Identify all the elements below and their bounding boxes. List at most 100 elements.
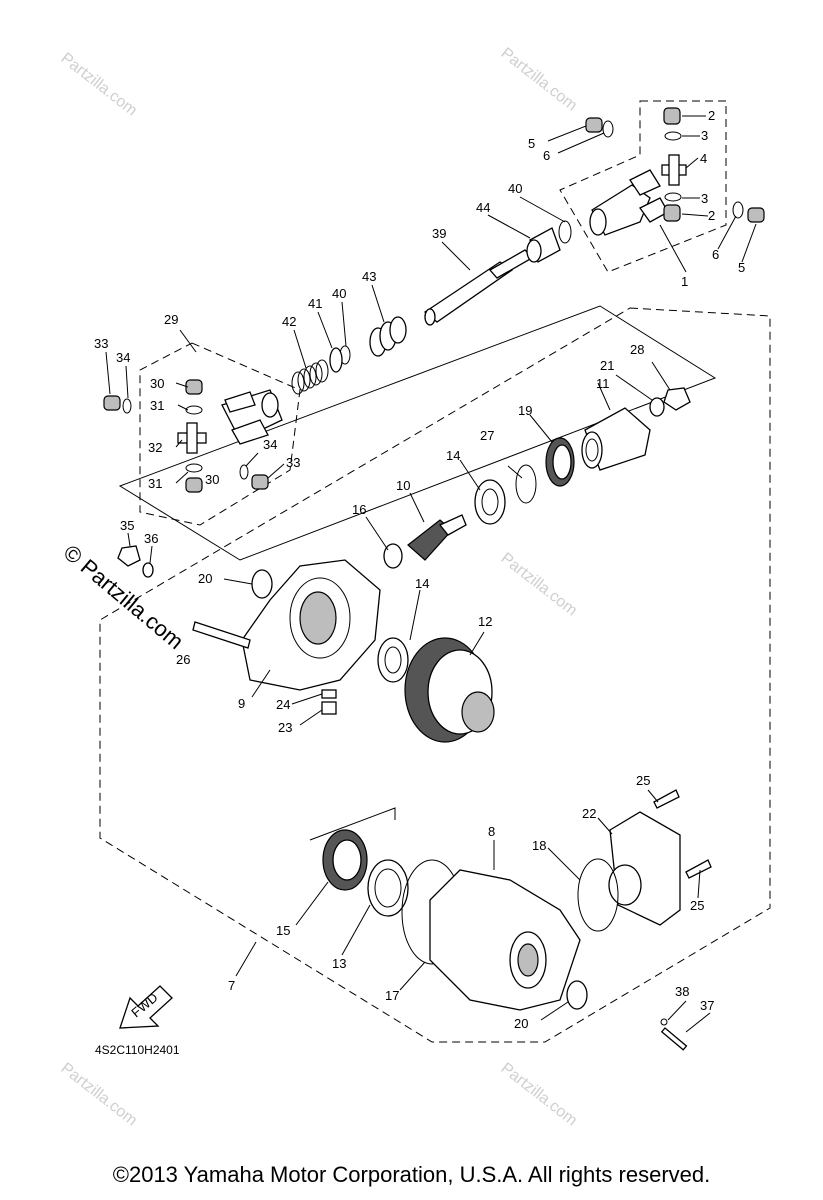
callout-6: 6	[712, 247, 719, 262]
callout-24: 24	[276, 697, 290, 712]
callout-16: 16	[352, 502, 366, 517]
shim-13	[367, 859, 409, 917]
callout-33: 33	[286, 455, 300, 470]
spring-42	[291, 359, 329, 395]
callout-10: 10	[396, 478, 410, 493]
callout-36: 36	[144, 531, 158, 546]
exploded-parts-diagram: Partzilla.com Partzilla.com Partzilla.co…	[58, 45, 771, 1130]
callout-40: 40	[508, 181, 522, 196]
callout-3: 3	[701, 128, 708, 143]
cap-33-left	[103, 395, 121, 411]
callout-42: 42	[282, 314, 296, 329]
pinion-gear-10	[407, 514, 467, 561]
shaft-39	[423, 249, 534, 326]
callout-28: 28	[630, 342, 644, 357]
nut-28	[663, 387, 691, 411]
cap-5-upper	[585, 117, 603, 133]
copyright-notice: ©2013 Yamaha Motor Corporation, U.S.A. A…	[112, 1162, 711, 1187]
callout-18: 18	[532, 838, 546, 853]
diagram-code: 4S2C110H2401	[95, 1043, 180, 1057]
callout-27: 27	[480, 428, 494, 443]
callout-12: 12	[478, 614, 492, 629]
yoke-11	[581, 407, 651, 471]
callout-35: 35	[120, 518, 134, 533]
bolt-25-lower	[685, 859, 712, 879]
bolt-25-upper	[653, 789, 680, 809]
clip-6-upper	[602, 120, 614, 138]
gasket-24	[321, 689, 337, 699]
callout-33: 33	[94, 336, 108, 351]
universal-joint-yoke-upper	[589, 169, 669, 236]
callout-38: 38	[675, 984, 689, 999]
callout-29: 29	[164, 312, 178, 327]
clip-38	[660, 1018, 668, 1026]
differential-ring-gear-12	[404, 637, 495, 743]
gear-case-9	[241, 559, 381, 691]
spider-4	[661, 154, 687, 186]
callout-14: 14	[415, 576, 429, 591]
callout-39: 39	[432, 226, 446, 241]
washer-21	[649, 397, 665, 417]
clip-34-left	[122, 398, 132, 414]
callout-labels: 1 2 2 3 3 4 5 5 6 6 7 8 9 10 11 12 13 14…	[94, 108, 745, 1031]
boot-43	[369, 316, 407, 357]
washer-41	[329, 347, 343, 373]
clip-34-right	[239, 464, 249, 480]
callout-2: 2	[708, 108, 715, 123]
callout-40: 40	[332, 286, 346, 301]
cover-22	[608, 811, 681, 926]
needle-bearing-16	[383, 543, 403, 569]
bearing-14-lower	[377, 637, 409, 683]
watermark-text: Partzilla.com	[58, 50, 141, 120]
callout-34: 34	[116, 350, 130, 365]
pin-37	[660, 1027, 688, 1051]
clip-3-upper	[664, 131, 682, 141]
oil-seal-19	[545, 437, 575, 487]
clip-6-lower	[732, 201, 744, 219]
cap-30-upper	[185, 379, 203, 395]
group-outlines	[99, 100, 771, 1043]
circlip-27	[515, 464, 537, 504]
clip-31-lower	[185, 463, 203, 473]
bolt-26	[192, 621, 251, 649]
callout-8: 8	[488, 824, 495, 839]
spider-32	[177, 422, 207, 454]
gear-case-8	[429, 869, 581, 1011]
callout-25: 25	[636, 773, 650, 788]
callout-2: 2	[708, 208, 715, 223]
callout-11: 11	[596, 376, 610, 391]
callout-25: 25	[690, 898, 704, 913]
bearing-caps-2	[663, 107, 681, 222]
plug-23	[321, 701, 337, 715]
sleeve-44	[526, 227, 561, 263]
nut-35	[117, 545, 141, 567]
callout-14: 14	[446, 448, 460, 463]
callout-30: 30	[205, 472, 219, 487]
callout-3: 3	[701, 191, 708, 206]
o-ring-18	[577, 858, 619, 932]
cap-30-lower	[185, 477, 203, 493]
callout-44: 44	[476, 200, 490, 215]
oil-seal-20-lower	[566, 980, 588, 1010]
callout-41: 41	[308, 296, 322, 311]
callout-43: 43	[362, 269, 376, 284]
watermark-text: Partzilla.com	[58, 1060, 141, 1130]
callout-5: 5	[528, 136, 535, 151]
callout-5: 5	[738, 260, 745, 275]
cap-33-right	[251, 474, 269, 490]
callout-20: 20	[514, 1016, 528, 1031]
callout-32: 32	[148, 440, 162, 455]
callout-37: 37	[700, 998, 714, 1013]
callout-20: 20	[198, 571, 212, 586]
oil-seal-15	[322, 829, 368, 891]
callout-22: 22	[582, 806, 596, 821]
callout-7: 7	[228, 978, 235, 993]
circlip-40-upper	[558, 220, 572, 244]
universal-joint-yoke-left	[221, 389, 283, 445]
leader-lines	[105, 115, 757, 1033]
callout-6: 6	[543, 148, 550, 163]
watermark-text: Partzilla.com	[498, 1060, 581, 1130]
callout-26: 26	[176, 652, 190, 667]
washer-36	[142, 562, 154, 578]
